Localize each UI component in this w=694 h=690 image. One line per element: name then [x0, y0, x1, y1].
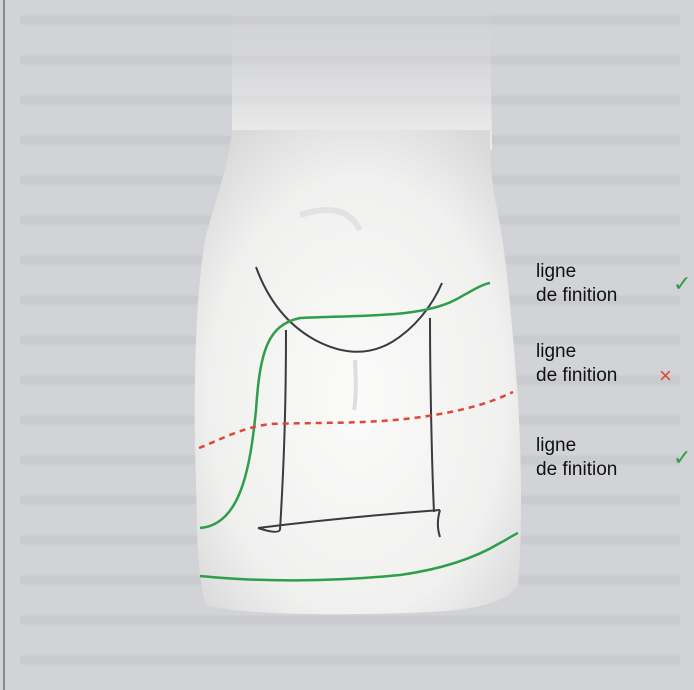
- label-line2: de finition: [536, 458, 617, 482]
- label-finish-line-2: ligne de finition ×: [536, 340, 617, 388]
- label-line2: de finition: [536, 364, 617, 388]
- cross-icon: ×: [659, 364, 672, 388]
- tooth-crown: [195, 130, 521, 614]
- check-icon: ✓: [673, 446, 691, 470]
- label-line1: ligne: [536, 434, 617, 458]
- label-finish-line-3: ligne de finition ✓: [536, 434, 617, 482]
- tooth-groove: [354, 360, 356, 410]
- label-line1: ligne: [536, 260, 617, 284]
- tooth-root: [232, 0, 492, 150]
- label-line2: de finition: [536, 284, 617, 308]
- label-finish-line-1: ligne de finition ✓: [536, 260, 617, 308]
- check-icon: ✓: [673, 272, 691, 296]
- label-line1: ligne: [536, 340, 617, 364]
